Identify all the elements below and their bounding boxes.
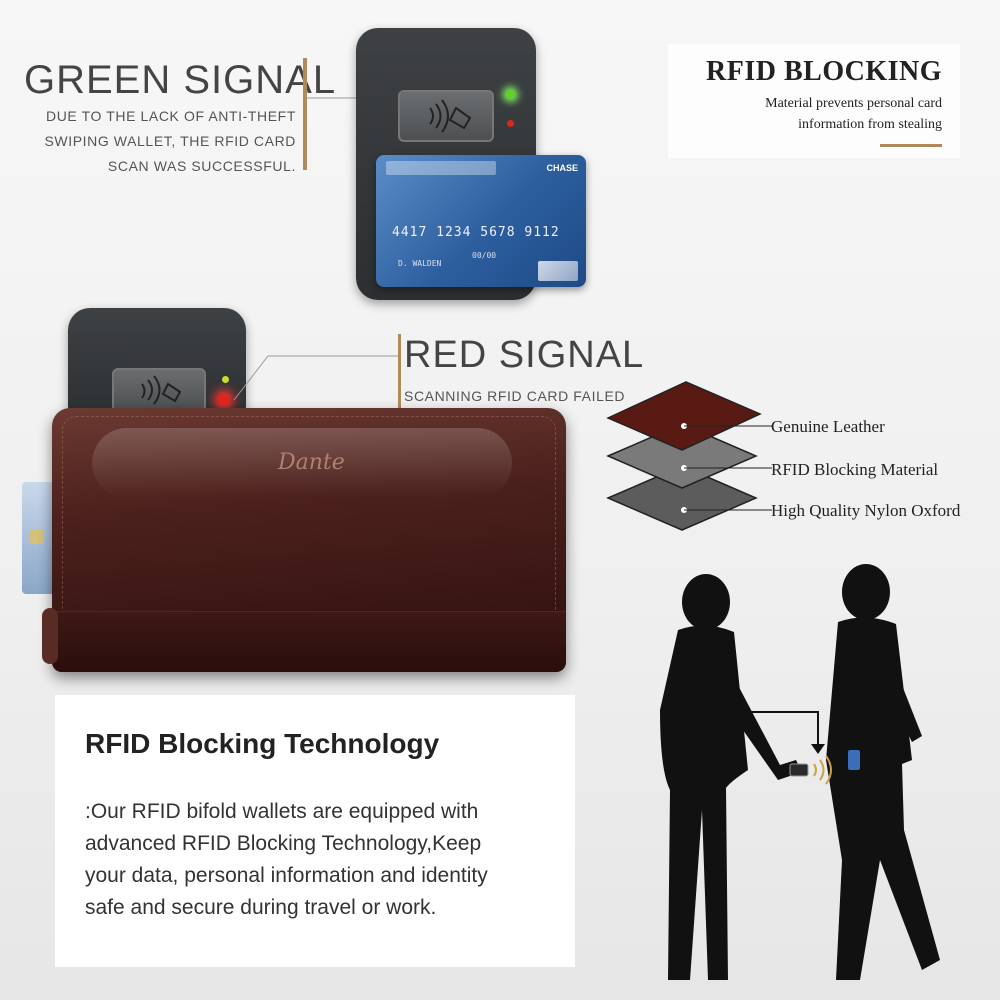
person-silhouette-right	[826, 564, 940, 980]
rfid-blocking-title: RFID BLOCKING	[706, 56, 942, 87]
leather-wallet: Dante	[52, 408, 566, 672]
card-expiry: 00/00	[472, 251, 497, 260]
technology-line: advanced RFID Blocking Technology,Keep	[85, 832, 482, 855]
credit-card: CHASE 4417 1234 5678 9112 00/00 D. WALDE…	[376, 155, 586, 287]
card-in-pocket	[848, 750, 860, 770]
led-indicator	[222, 376, 229, 383]
contactless-icon	[429, 99, 472, 133]
red-signal-divider	[398, 334, 401, 408]
technology-line: safe and secure during travel or work.	[85, 896, 437, 919]
reader-scan-pad-2	[112, 368, 206, 412]
green-signal-title: GREEN SIGNAL	[24, 58, 337, 102]
green-signal-description: DUE TO THE LACK OF ANTI-THEFT SWIPING WA…	[0, 104, 296, 179]
rfid-blocking-sub: information from stealing	[798, 117, 942, 132]
card-chip	[30, 530, 44, 544]
technology-line: your data, personal information and iden…	[85, 864, 488, 887]
person-silhouette-left	[660, 574, 802, 980]
wallet-shine	[92, 428, 512, 498]
rfid-blocking-sub: Material prevents personal card	[765, 96, 942, 111]
card-bank: CHASE	[546, 163, 578, 173]
layer-label: High Quality Nylon Oxford	[771, 501, 961, 520]
rfid-blocking-underline	[880, 144, 942, 147]
technology-title: RFID Blocking Technology	[85, 728, 440, 759]
contactless-icon	[141, 375, 182, 405]
wallet-bottom-panel	[52, 611, 566, 672]
red-pointer-line	[233, 355, 400, 401]
green-desc-line: DUE TO THE LACK OF ANTI-THEFT	[46, 108, 296, 124]
card-brand-logo	[386, 161, 496, 175]
green-desc-line: SCAN WAS SUCCESSFUL.	[107, 158, 296, 174]
card-network-logo	[538, 261, 578, 281]
zipper-pull	[42, 608, 58, 664]
arrow-line	[748, 711, 819, 748]
green-led	[506, 90, 515, 99]
red-led-active	[218, 394, 230, 406]
thief-silhouettes-illustration	[660, 564, 940, 980]
wallet-logo: Dante	[278, 450, 345, 475]
red-signal-description: SCANNING RFID CARD FAILED	[404, 388, 626, 404]
red-led	[507, 120, 514, 127]
card-number: 4417 1234 5678 9112	[392, 225, 560, 240]
green-desc-line: SWIPING WALLET, THE RFID CARD	[44, 133, 296, 149]
layer-label: Genuine Leather	[771, 417, 885, 436]
layer-label: RFID Blocking Material	[771, 460, 939, 479]
arrow-down-icon	[811, 744, 825, 754]
red-signal-title: RED SIGNAL	[404, 334, 645, 376]
material-layers-diagram	[606, 381, 772, 531]
technology-text-panel	[55, 695, 575, 967]
phone-icon	[789, 763, 809, 777]
reader-scan-pad	[398, 90, 494, 142]
green-signal-divider	[303, 58, 307, 170]
signal-waves-icon	[813, 755, 832, 785]
technology-line: :Our RFID bifold wallets are equipped wi…	[85, 800, 479, 823]
layer-leather	[606, 381, 762, 451]
rfid-blocking-panel	[668, 44, 960, 158]
card-holder: D. WALDEN	[398, 259, 442, 268]
